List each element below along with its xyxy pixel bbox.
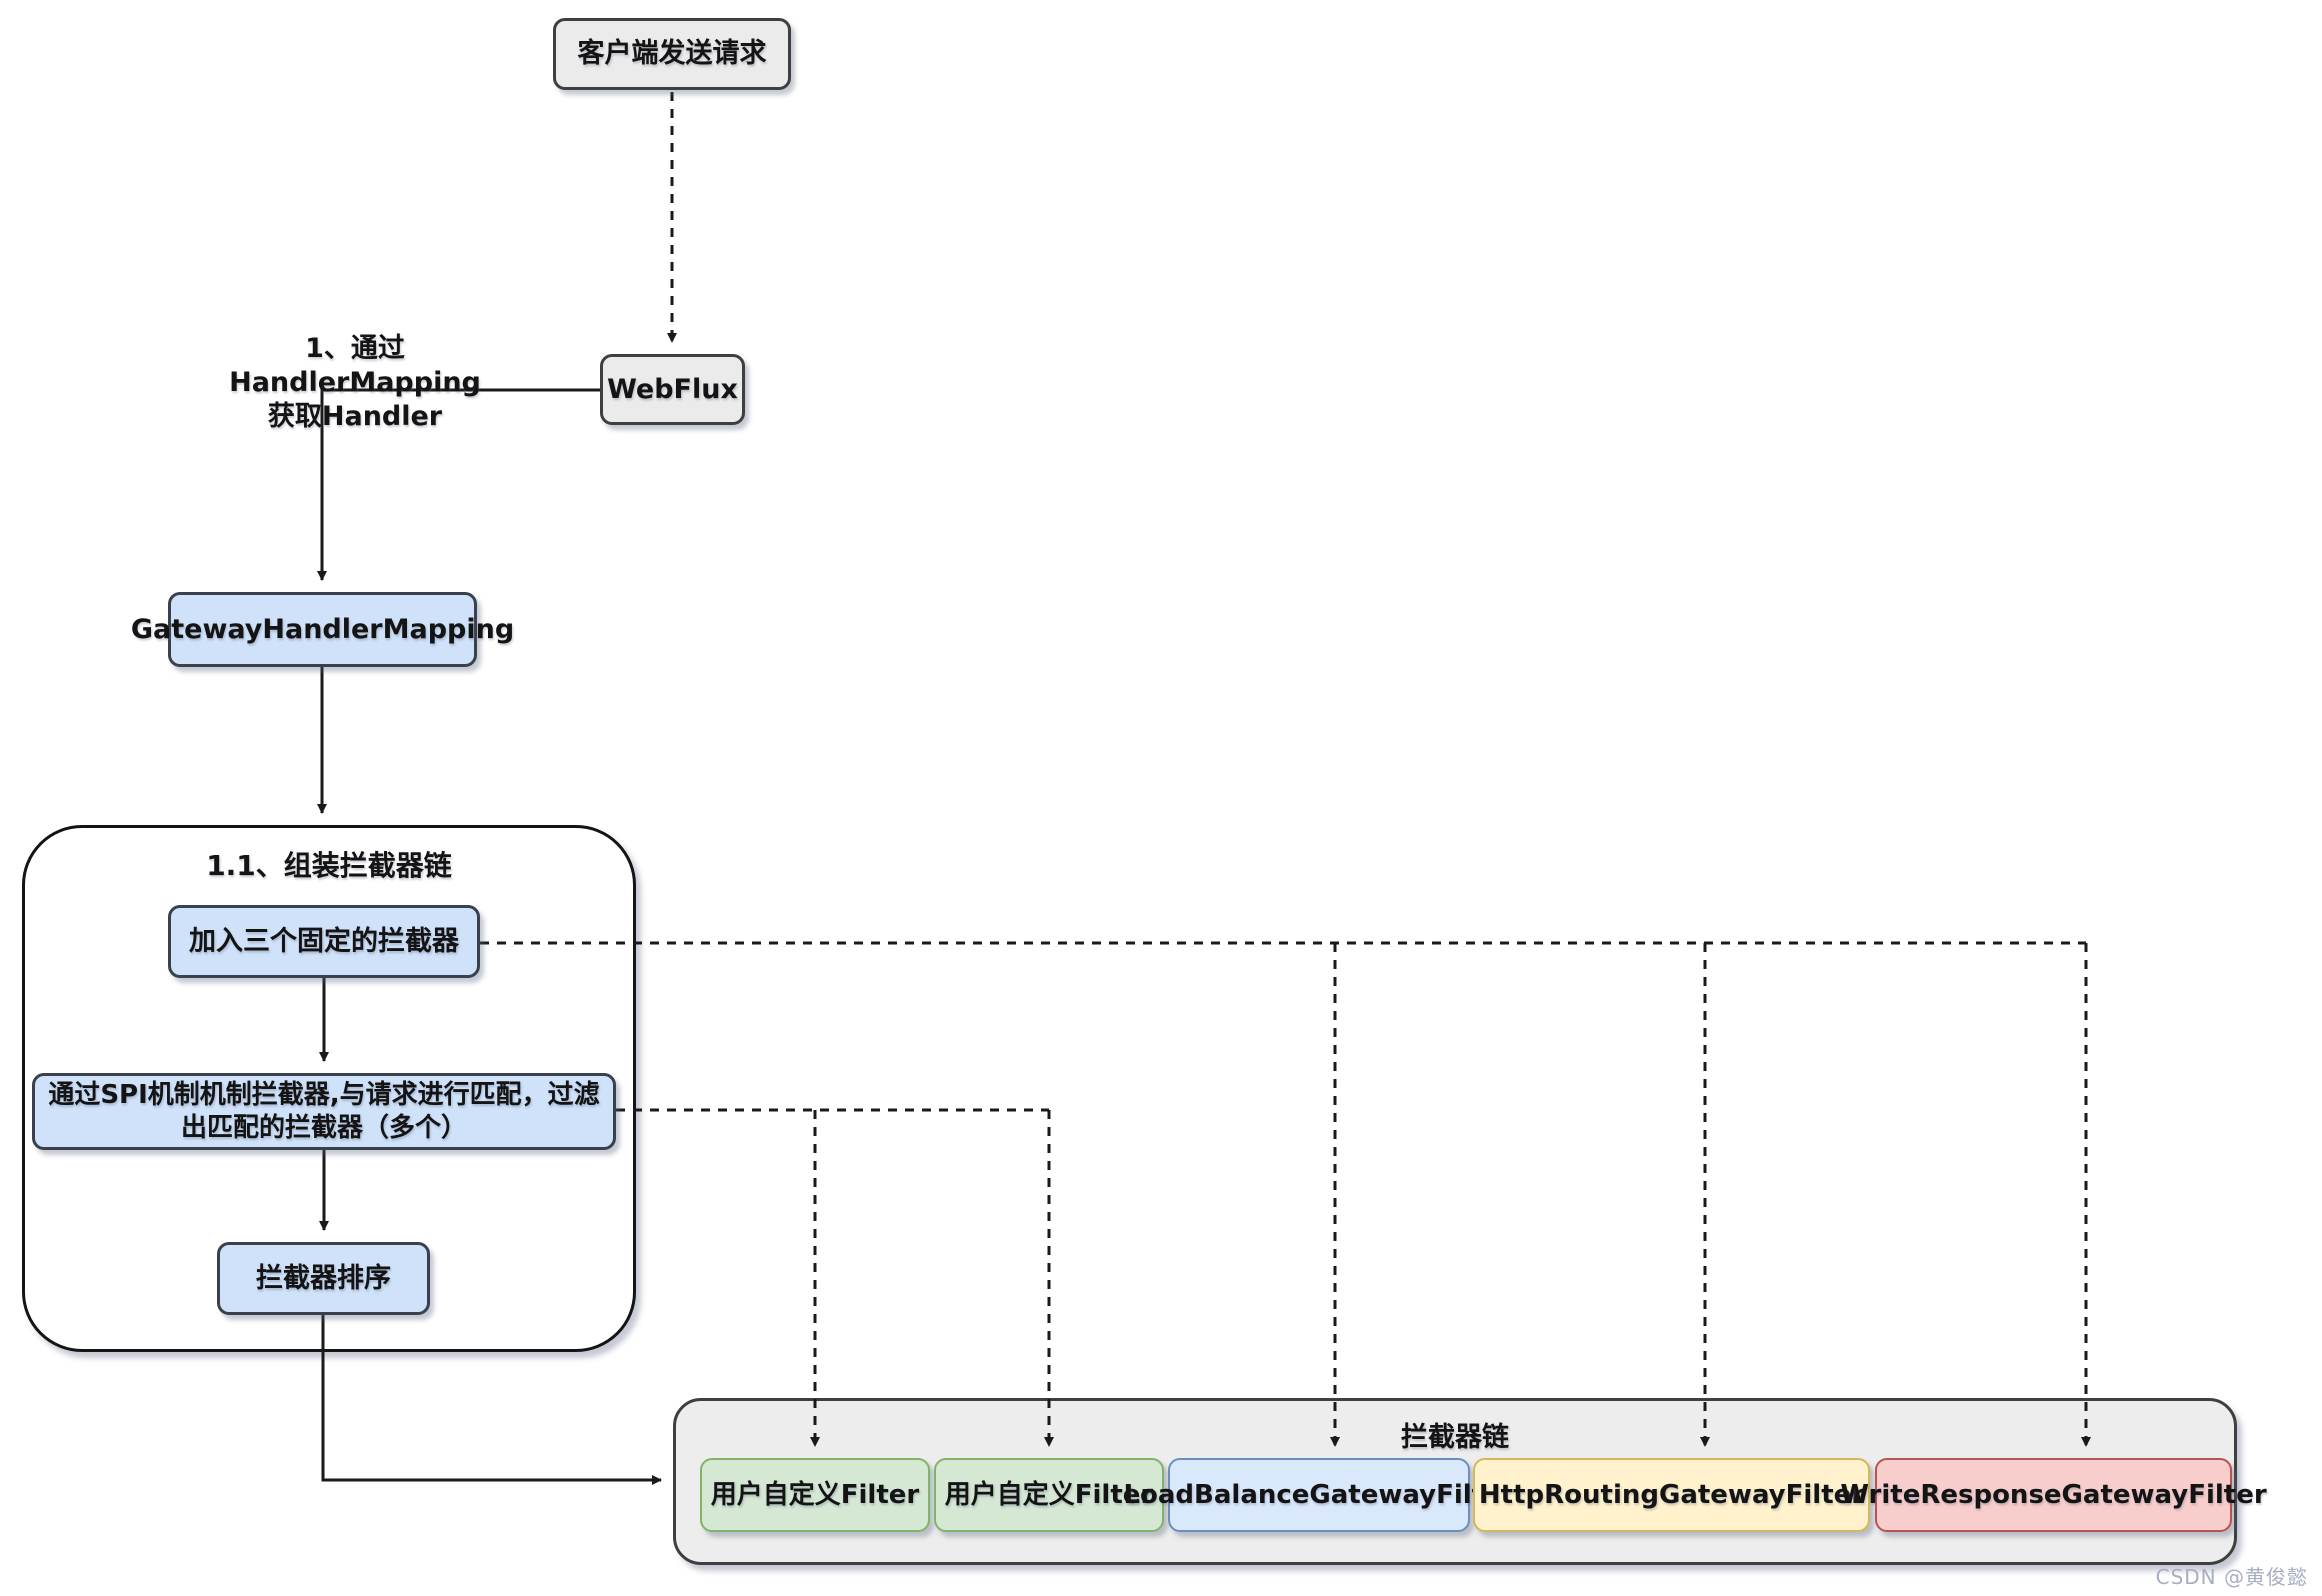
node-gateway-handler-mapping: GatewayHandlerMapping xyxy=(131,592,514,667)
node-client-request: 客户端发送请求 xyxy=(553,18,791,90)
node-spi-match: 通过SPI机制机制拦截器,与请求进行匹配，过滤出匹配的拦截器（多个） xyxy=(32,1073,616,1150)
filter-user-custom-2: 用户自定义Filter xyxy=(934,1458,1164,1532)
filter-write-response: WriteResponseGatewayFilter xyxy=(1840,1458,2267,1532)
node-webflux: WebFlux xyxy=(600,354,745,425)
step1-annotation: 1、通过HandlerMapping 获取Handler xyxy=(190,332,520,434)
assemble-chain-title: 1.1、组装拦截器链 xyxy=(206,849,452,882)
node-sort-interceptors: 拦截器排序 xyxy=(217,1242,430,1315)
interceptor-chain-title: 拦截器链 xyxy=(1401,1422,1509,1453)
filter-load-balance: LoadBalanceGatewayFilter xyxy=(1123,1458,1515,1532)
filter-http-routing: HttpRoutingGatewayFilter xyxy=(1473,1458,1870,1532)
step1-line1: 1、通过HandlerMapping xyxy=(229,333,481,398)
node-add-fixed-interceptors: 加入三个固定的拦截器 xyxy=(168,905,480,978)
watermark: CSDN @黄俊懿 xyxy=(2155,1565,2308,1589)
step1-line2: 获取Handler xyxy=(267,401,443,432)
filter-user-custom-1: 用户自定义Filter xyxy=(700,1458,930,1532)
